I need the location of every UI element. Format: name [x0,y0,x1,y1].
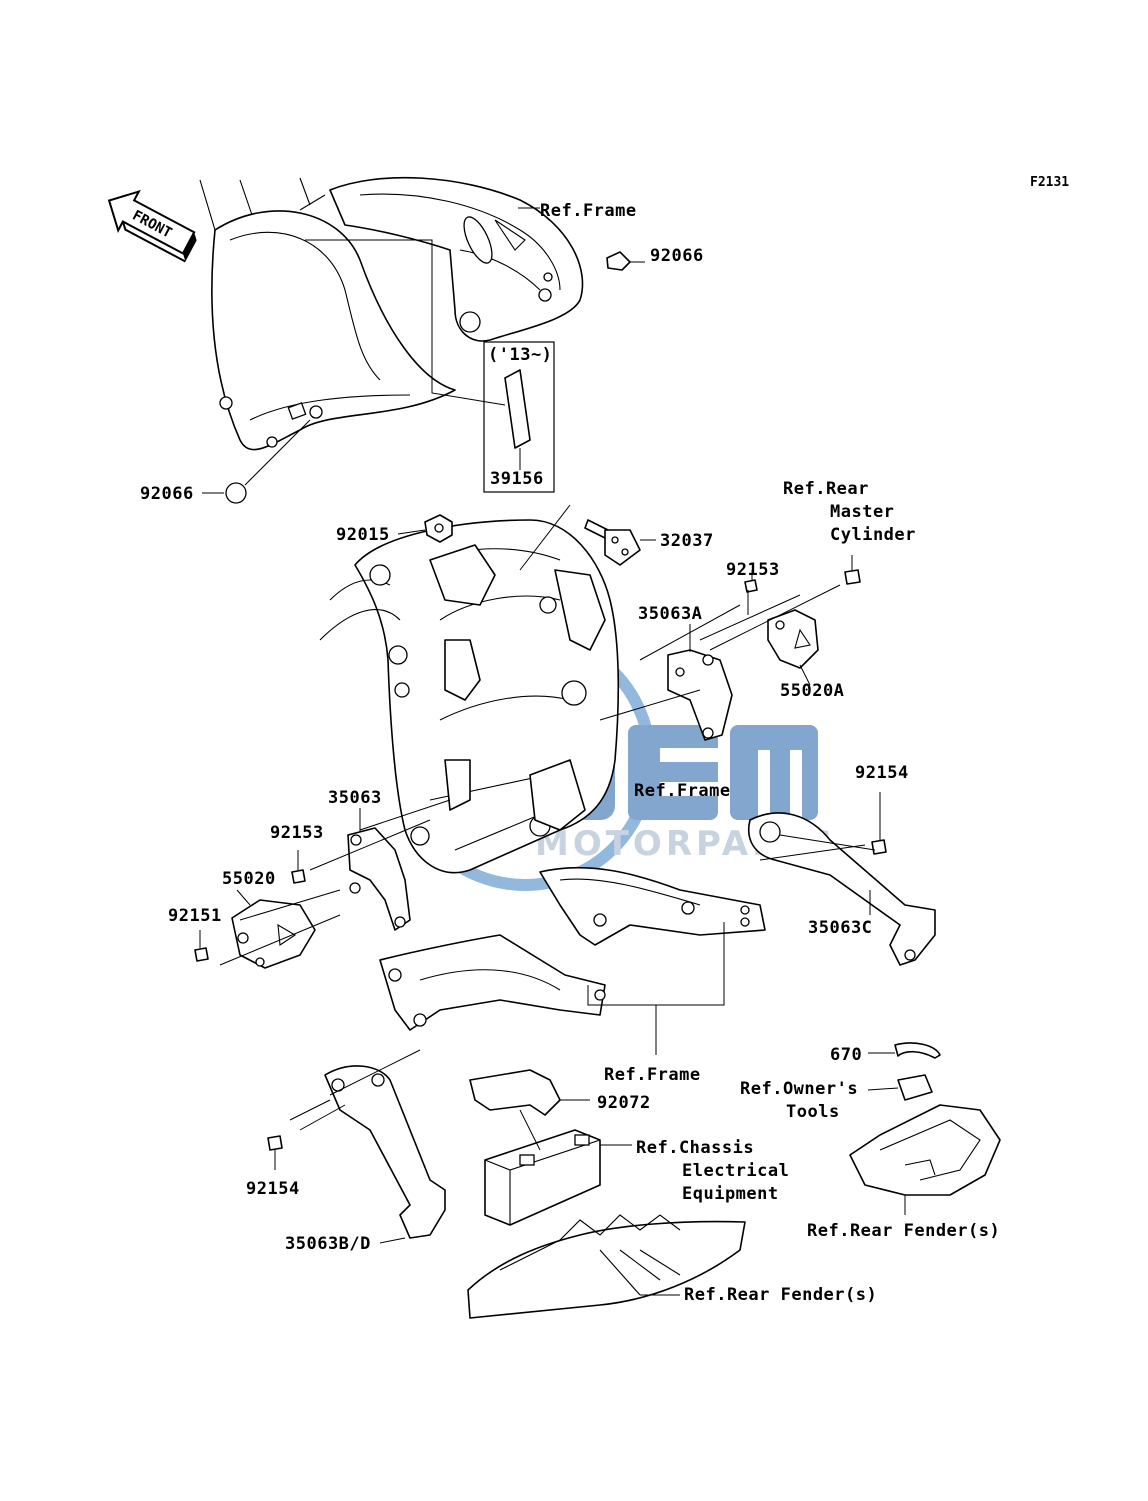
nut-92015 [397,514,453,543]
label-ref-frame-mid: Ref.Frame [634,781,731,801]
label-92066-top: 92066 [650,246,704,266]
stay-35063bd [289,1049,446,1244]
label-92151: 92151 [168,906,222,926]
battery-drawing [484,1109,632,1226]
label-55020: 55020 [222,869,276,889]
label-ref-chassis-electrical-2: Electrical [682,1161,789,1181]
label-92015: 92015 [336,525,390,545]
label-ref-rear-fender-right: Ref.Rear Fender(s) [807,1221,1000,1241]
label-ref-frame-bottom: Ref.Frame [604,1065,701,1085]
label-ref-rear-master-cylinder-1: Ref.Rear [783,479,869,499]
subframe-right-rail [539,866,766,946]
subframe-left-rail [379,934,606,1031]
rear-fender-lower [467,1214,746,1319]
heel-guard-55020a [767,609,819,686]
main-frame-drawing [319,519,620,874]
label-ref-frame-top: Ref.Frame [540,201,637,221]
label-35063bd: 35063B/D [285,1234,371,1254]
label-92154-left: 92154 [246,1179,300,1199]
grommet-92066-top [606,251,645,271]
front-arrow-icon: FRONT [107,189,197,263]
bolt-92154-right [871,792,887,855]
bolt-92153-right [744,570,758,615]
label-39156: 39156 [490,469,544,489]
figure-code: F2131 [1030,175,1069,190]
label-92153-right: 92153 [726,560,780,580]
rear-fender-right [849,1104,1001,1215]
label-92072: 92072 [597,1093,651,1113]
battery-holder-92072 [469,1069,590,1116]
label-32037: 32037 [660,531,714,551]
callout-labels: Ref.Frame 92066 ('13~) 39156 92066 Ref.R… [140,201,1000,1305]
label-ref-rear-master-cylinder-3: Cylinder [830,525,916,545]
bracket-35063a [667,624,733,741]
label-39156-box [305,239,555,493]
grommet-92066-left [202,419,311,504]
bolt-mc-ref [844,555,861,585]
label-ref-chassis-electrical-1: Ref.Chassis [636,1138,754,1158]
bracket-35063 [347,808,411,931]
label-92154-right: 92154 [855,763,909,783]
label-670: 670 [830,1045,862,1065]
label-35063a: 35063A [638,604,702,624]
label-35063c: 35063C [808,918,872,938]
label-35063: 35063 [328,788,382,808]
owners-tools [867,1042,941,1101]
label-year-range: ('13~) [488,345,552,365]
label-ref-owners-tools-1: Ref.Owner's [740,1079,858,1099]
label-ref-rear-master-cylinder-2: Master [830,502,894,522]
bolt-92151 [194,930,209,962]
label-55020a: 55020A [780,681,844,701]
label-ref-chassis-electrical-3: Equipment [682,1184,779,1204]
bolt-32037 [519,504,656,571]
brace-35063c [748,812,936,966]
label-92066-left: 92066 [140,484,194,504]
label-92153-left: 92153 [270,823,324,843]
bolt-92154-left [267,1135,283,1170]
label-ref-rear-fender-bottom: Ref.Rear Fender(s) [684,1285,877,1305]
label-ref-owners-tools-2: Tools [786,1102,840,1122]
front-fairing-drawing [199,177,456,451]
bolt-92153-left [291,850,306,884]
